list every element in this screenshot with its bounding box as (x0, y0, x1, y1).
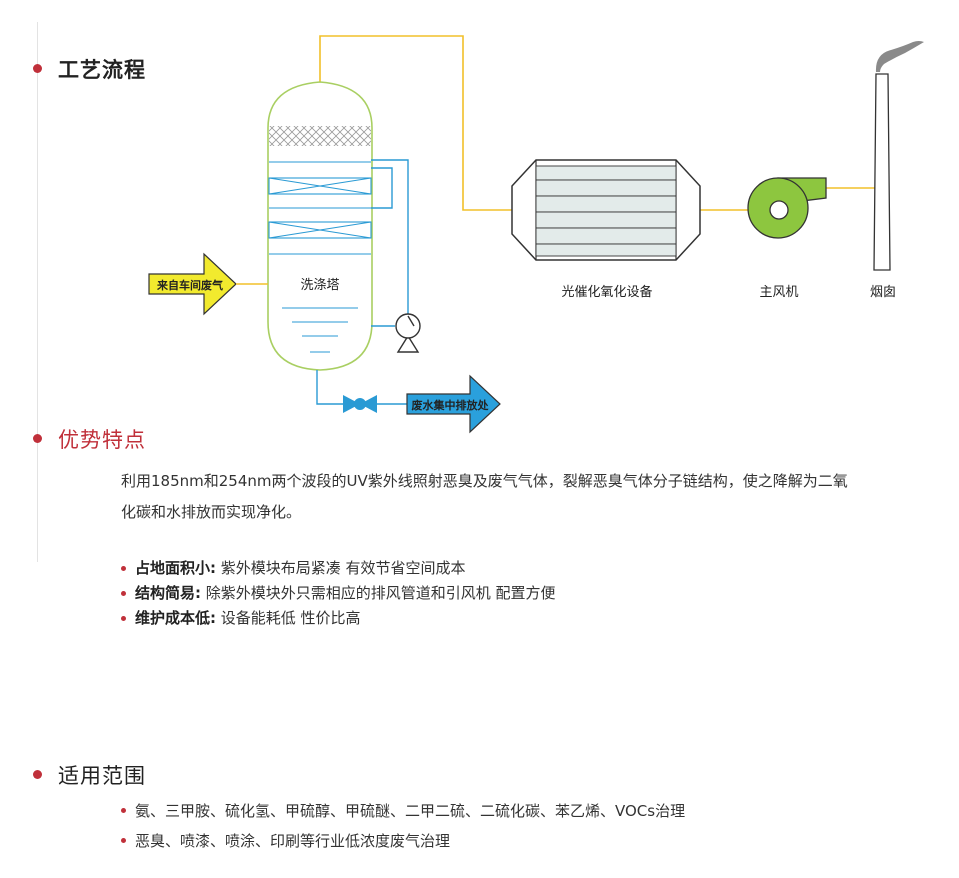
uv-photocatalytic-unit: 光催化氧化设备 (511, 159, 701, 300)
fan-label: 主风机 (759, 285, 798, 300)
feature-label: 占地面积小: (135, 559, 216, 577)
scope-text: 氨、三甲胺、硫化氢、甲硫醇、甲硫醚、二甲二硫、二硫化碳、苯乙烯、VOCs治理 (135, 802, 686, 820)
list-item: 恶臭、喷漆、喷涂、印刷等行业低浓度废气治理 (121, 828, 685, 858)
inlet-arrow: 来自车间废气 (148, 252, 237, 316)
feature-text: 设备能耗低 性价比高 (220, 609, 361, 627)
process-flow-diagram: 洗涤塔 来自车间废气 废水集中排放处 (148, 35, 924, 434)
outlet-arrow: 废水集中排放处 (406, 374, 501, 434)
valve-icon (343, 395, 377, 413)
scope-text: 恶臭、喷漆、喷涂、印刷等行业低浓度废气治理 (135, 832, 451, 850)
feature-label: 维护成本低: (135, 609, 216, 627)
chimney-icon: 烟囱 (870, 41, 924, 300)
list-item: 结构简易: 除紫外模块外只需相应的排风管道和引风机 配置方便 (121, 581, 556, 606)
feature-text: 紫外模块布局紧凑 有效节省空间成本 (220, 559, 466, 577)
water-pipe (316, 159, 409, 405)
section-title-advantages: 优势特点 (58, 428, 146, 452)
washing-tower: 洗涤塔 (267, 81, 373, 371)
list-item: 氨、三甲胺、硫化氢、甲硫醇、甲硫醚、二甲二硫、二硫化碳、苯乙烯、VOCs治理 (121, 798, 685, 828)
section-bullet (33, 770, 42, 779)
advantages-description: 利用185nm和254nm两个波段的UV紫外线照射恶臭及废气气体，裂解恶臭气体分… (121, 472, 848, 521)
scope-list: 氨、三甲胺、硫化氢、甲硫醇、甲硫醚、二甲二硫、二硫化碳、苯乙烯、VOCs治理 恶… (121, 798, 685, 858)
gas-duct (319, 35, 876, 211)
uv-label: 光催化氧化设备 (561, 284, 652, 300)
feature-label: 结构简易: (135, 584, 201, 602)
main-fan-icon: 主风机 (747, 177, 827, 300)
list-item: 占地面积小: 紫外模块布局紧凑 有效节省空间成本 (121, 556, 556, 581)
section-title-scope: 适用范围 (58, 764, 146, 788)
chimney-label: 烟囱 (870, 285, 896, 300)
section-bullet (33, 64, 42, 73)
feature-list: 占地面积小: 紫外模块布局紧凑 有效节省空间成本 结构简易: 除紫外模块外只需相… (121, 556, 556, 631)
inlet-label: 来自车间废气 (156, 278, 223, 292)
outlet-label: 废水集中排放处 (412, 398, 490, 412)
feature-text: 除紫外模块外只需相应的排风管道和引风机 配置方便 (205, 584, 556, 602)
section-title-process: 工艺流程 (58, 58, 146, 82)
timeline-line (37, 22, 38, 562)
section-bullet (33, 434, 42, 443)
list-item: 维护成本低: 设备能耗低 性价比高 (121, 606, 556, 631)
pump-icon (395, 313, 421, 353)
tower-label: 洗涤塔 (300, 278, 339, 293)
